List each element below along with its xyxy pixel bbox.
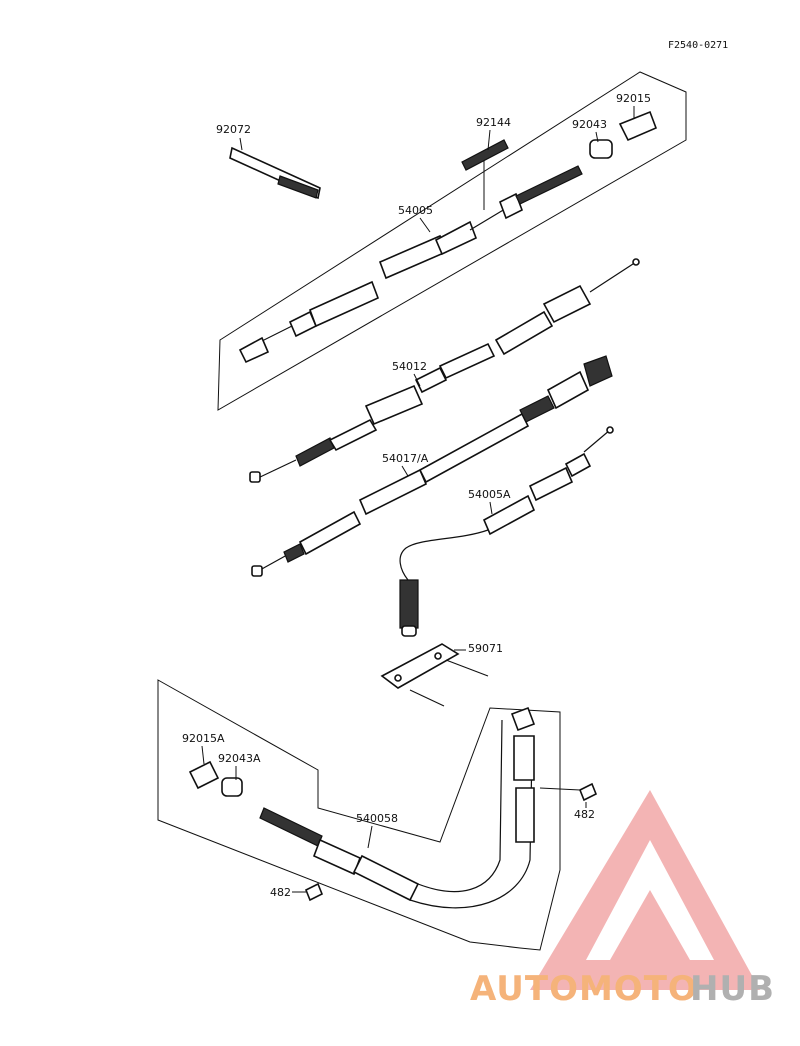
label-59071: 59071	[468, 642, 503, 655]
watermark-triangle	[530, 790, 760, 990]
nut-part	[589, 139, 613, 159]
diagram-code: F2540-0271	[668, 40, 728, 51]
label-92043: 92043	[572, 118, 607, 131]
adjuster-part	[618, 110, 658, 142]
adjuster-a-part	[188, 760, 220, 790]
clip-part-1	[578, 782, 598, 802]
nut-a-part	[221, 777, 243, 797]
label-92015A: 92015A	[182, 732, 225, 745]
label-54005A: 54005A	[468, 488, 511, 501]
label-540058: 540058	[356, 812, 398, 825]
label-92144: 92144	[476, 116, 511, 129]
label-482-left: 482	[270, 886, 291, 899]
cable-54005A	[399, 426, 614, 637]
watermark-logo: AUTOMOTO HUB	[470, 790, 775, 1009]
strap-part	[229, 146, 321, 200]
watermark-text-1: AUTOMOTO	[470, 969, 698, 1009]
label-54017A: 54017/A	[382, 452, 429, 465]
label-54005: 54005	[398, 204, 433, 217]
cable-540058	[259, 706, 536, 909]
watermark-text-2: HUB	[690, 969, 775, 1009]
bracket-part	[380, 643, 460, 689]
upper-group-outline	[217, 71, 687, 411]
label-92043A: 92043A	[218, 752, 261, 765]
label-482-right: 482	[574, 808, 595, 821]
clip-part-2	[304, 882, 324, 902]
spring-part	[461, 139, 509, 171]
label-92015: 92015	[616, 92, 651, 105]
label-92072: 92072	[216, 123, 251, 136]
lower-group-outline	[157, 679, 561, 951]
cable-54012	[249, 258, 640, 483]
cable-54017A	[251, 355, 613, 577]
label-54012: 54012	[392, 360, 427, 373]
cable-54005	[238, 165, 583, 364]
